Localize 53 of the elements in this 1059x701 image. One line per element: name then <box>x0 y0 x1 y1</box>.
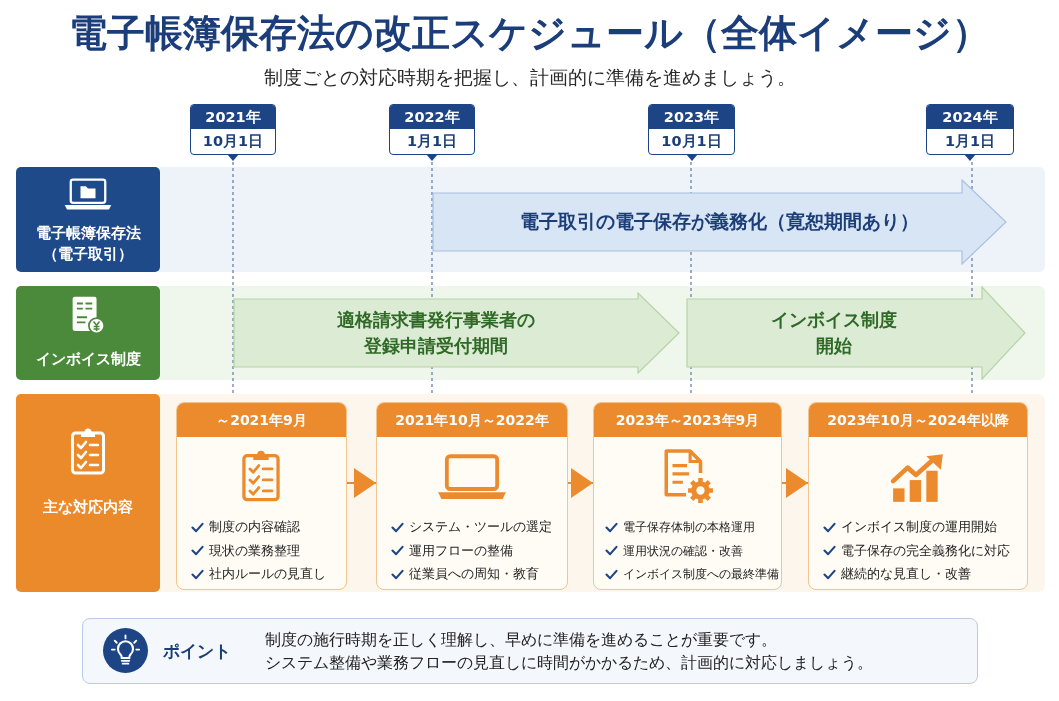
checklist-item: 制度の内容確認 <box>209 518 300 536</box>
phase-card <box>376 402 568 590</box>
date-marker <box>648 104 735 155</box>
row-header <box>16 167 160 272</box>
checklist-item: インボイス制度の運用開始 <box>841 518 997 536</box>
year-label: 2021年 <box>191 105 275 129</box>
subtitle: 制度ごとの対応時期を把握し、計画的に準備を進めましょう。 <box>263 65 796 90</box>
point-heading: ポイント <box>163 640 231 663</box>
period-heading: ～2021年9月 <box>177 403 346 437</box>
date-label: 10月1日 <box>201 132 265 151</box>
chevron-arrow <box>781 468 809 498</box>
year-label: 2024年 <box>927 105 1013 129</box>
checklist-item: 従業員への周知・教育 <box>409 565 539 583</box>
point-text: 制度の施行時期を正しく理解し、早めに準備を進めることが重要です。 <box>265 630 777 651</box>
row-title: 電子帳簿保存法（電子取引） <box>34 223 142 265</box>
checklist-item: 運用フローの整備 <box>409 541 513 560</box>
phase-card <box>176 402 347 590</box>
period-banner <box>686 286 1026 380</box>
point-panel <box>82 618 978 684</box>
row-title: インボイス制度 <box>35 349 141 370</box>
title: 電子帳簿保存法の改正スケジュール（全体イメージ） <box>69 10 990 57</box>
period-heading: 2021年10月～2022年 <box>377 403 567 437</box>
chevron-arrow <box>346 468 377 498</box>
checklist-item: 電子保存体制の本格運用 <box>623 519 755 536</box>
period-banner <box>233 292 680 374</box>
date-label: 10月1日 <box>660 132 723 151</box>
banner-label: 電子取引の電子保存が義務化（寛恕期間あり） <box>520 209 919 235</box>
banner-label: 適格請求書発行事業者の登録申請受付期間 <box>335 307 536 358</box>
phase-card <box>593 402 782 590</box>
year-label: 2022年 <box>390 105 474 129</box>
date-marker <box>190 104 276 155</box>
date-marker <box>926 104 1014 155</box>
date-label: 1月1日 <box>405 132 459 151</box>
chevron-arrow <box>567 468 594 498</box>
date-label: 1月1日 <box>943 132 997 151</box>
banner-label: インボイス制度開始 <box>770 307 898 358</box>
point-text: システム整備や業務フローの見直しに時間がかかるため、計画的に対応しましょう。 <box>265 653 873 674</box>
period-heading: 2023年～2023年9月 <box>594 403 781 437</box>
period-banner <box>432 179 1007 265</box>
year-label: 2023年 <box>649 105 734 129</box>
checklist-item: 現状の業務整理 <box>209 541 300 560</box>
checklist-item: システム・ツールの選定 <box>409 518 552 536</box>
row-title: 主な対応内容 <box>43 497 133 518</box>
row-header <box>16 286 160 380</box>
date-marker <box>389 104 475 155</box>
row-header <box>16 394 160 592</box>
checklist-item: 継続的な見直し・改善 <box>841 565 971 583</box>
period-heading: 2023年10月～2024年以降 <box>809 403 1027 437</box>
phase-card <box>808 402 1028 590</box>
checklist-item: 電子保存の完全義務化に対応 <box>841 541 1010 560</box>
checklist-item: 社内ルールの見直し <box>209 565 326 583</box>
checklist-item: 運用状況の確認・改善 <box>623 542 743 560</box>
checklist-item: インボイス制度への最終準備 <box>623 566 779 583</box>
